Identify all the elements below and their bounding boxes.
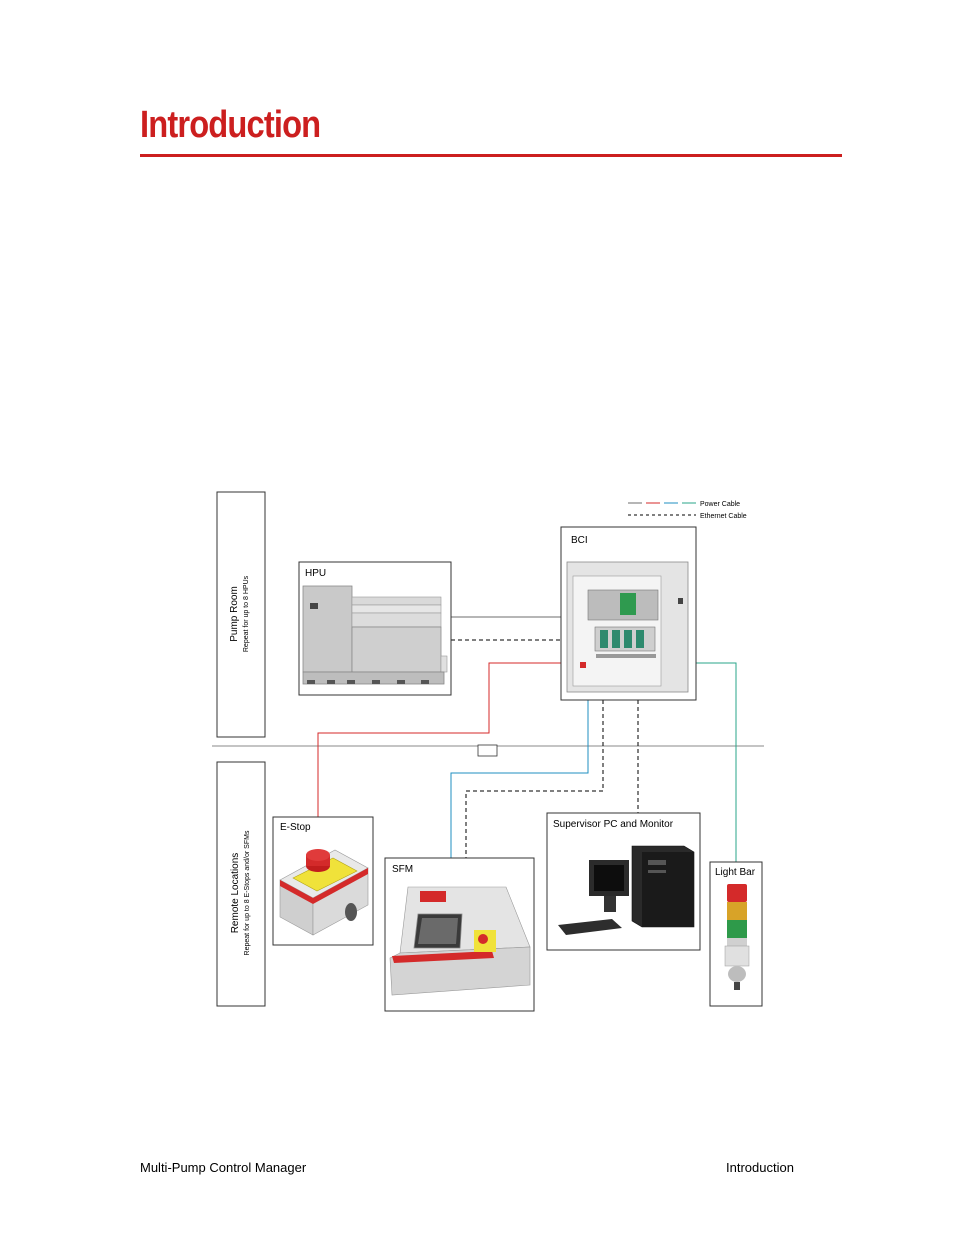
light-bar-unit: Light Bar <box>709 861 763 1007</box>
bci-unit: BCI <box>560 526 697 701</box>
estop-unit: E-Stop <box>272 816 374 946</box>
pump-room-zone <box>216 491 266 738</box>
wall-pass-through <box>477 744 498 757</box>
legend-ethernet-label: Ethernet Cable <box>700 513 747 520</box>
cables <box>317 616 737 862</box>
pump-room-note: Repeat for up to 8 HPUs <box>243 575 250 652</box>
title-rule <box>140 154 842 157</box>
supervisor-label: Supervisor PC and Monitor <box>553 819 674 830</box>
footer-document-title: Multi-Pump Control Manager <box>140 1160 307 1175</box>
remote-label: Remote Locations <box>230 853 241 934</box>
sfm-unit: SFM <box>384 857 535 1012</box>
page-title: Introduction <box>140 104 321 146</box>
estop-label: E-Stop <box>280 822 311 833</box>
hpu-label: HPU <box>305 568 326 579</box>
hpu-unit: HPU <box>298 561 452 696</box>
pump-room-label: Pump Room <box>229 586 240 642</box>
light-bar-label: Light Bar <box>715 867 756 878</box>
footer-section-title: Introduction <box>726 1160 794 1175</box>
legend-power-label: Power Cable <box>700 501 740 508</box>
legend: Power Cable Ethernet Cable <box>628 501 747 520</box>
remote-note: Repeat for up to 8 E-Stops and/or SFMs <box>244 830 251 955</box>
sfm-label: SFM <box>392 864 413 875</box>
supervisor-unit: Supervisor PC and Monitor <box>546 812 701 951</box>
bci-label: BCI <box>571 535 588 546</box>
remote-zone <box>216 761 266 1007</box>
